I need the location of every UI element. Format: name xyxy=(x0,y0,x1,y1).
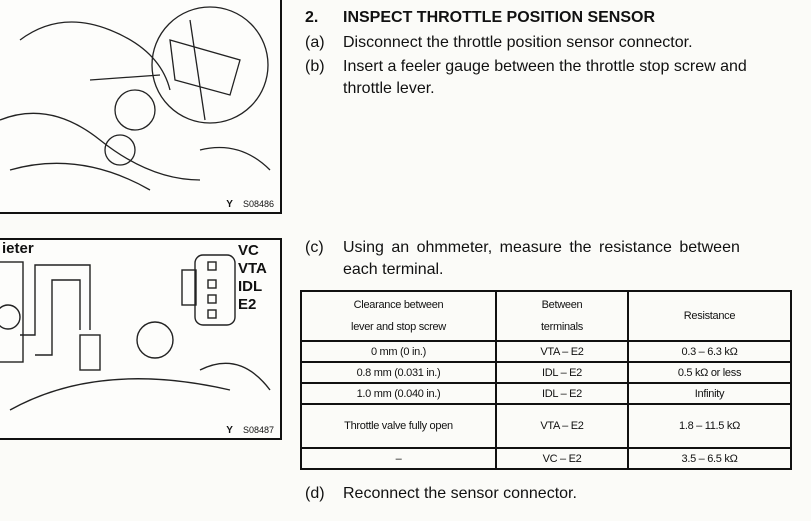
cell: 3.5 – 6.5 kΩ xyxy=(627,447,792,470)
item-d-text: Reconnect the sensor connector. xyxy=(343,485,577,502)
cell: 0 mm (0 in.) xyxy=(300,340,497,363)
engine-drawing xyxy=(0,6,271,191)
ohmmeter-label: ieter xyxy=(2,240,34,257)
terminal-label-vta: VTA xyxy=(238,260,267,277)
cell: 0.5 kΩ or less xyxy=(627,361,792,384)
terminal-label-idl: IDL xyxy=(238,278,263,295)
cell: IDL – E2 xyxy=(495,382,629,405)
step-number: 2. xyxy=(305,9,319,26)
connector-drawing xyxy=(0,254,271,411)
cell: 0.8 mm (0.031 in.) xyxy=(300,361,497,384)
terminal-label-e2: E2 xyxy=(238,296,257,313)
cell: – xyxy=(300,447,497,470)
item-b-text: Insert a feeler gauge between the thrott… xyxy=(343,58,747,75)
cell: 1.0 mm (0.040 in.) xyxy=(300,382,497,405)
item-d-label: (d) xyxy=(305,485,325,502)
terminal-label-vc: VC xyxy=(238,242,259,259)
item-c-label: (c) xyxy=(305,239,324,256)
step-title: INSPECT THROTTLE POSITION SENSOR xyxy=(343,9,656,26)
cell: Infinity xyxy=(627,382,792,405)
header-resistance: Resistance xyxy=(627,290,792,342)
cell: VC – E2 xyxy=(495,447,629,470)
cell: 1.8 – 11.5 kΩ xyxy=(627,403,792,449)
cell: 0.3 – 6.3 kΩ xyxy=(627,340,792,363)
item-a-label: (a) xyxy=(305,34,325,51)
cell: VTA – E2 xyxy=(495,403,629,449)
cell: VTA – E2 xyxy=(495,340,629,363)
item-c-text: Using an ohmmeter, measure the resistanc… xyxy=(343,239,740,256)
item-b-label: (b) xyxy=(305,58,325,75)
item-b-text-cont: throttle lever. xyxy=(343,80,435,97)
cell: Throttle valve fully open xyxy=(300,403,497,449)
item-a-text: Disconnect the throttle position sensor … xyxy=(343,34,693,51)
item-c-text-cont: each terminal. xyxy=(343,261,444,278)
cell: IDL – E2 xyxy=(495,361,629,384)
